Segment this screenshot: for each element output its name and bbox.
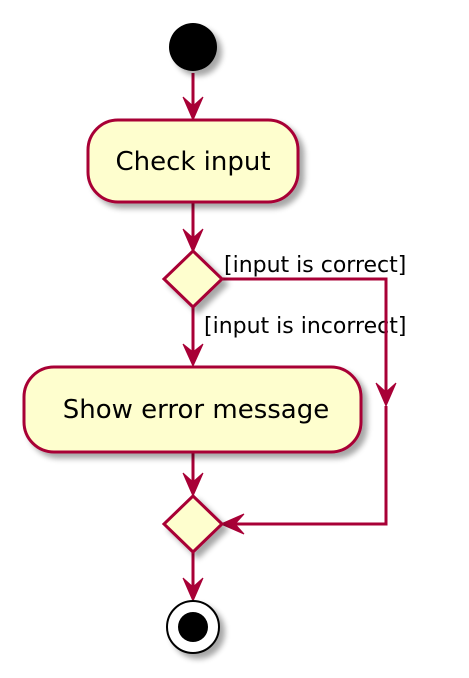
edge-start-to-check (182, 73, 204, 122)
edge-decision-to-merge-correct: [input is correct] (219, 253, 406, 535)
edge-check-to-decision (182, 203, 204, 254)
end-node (166, 600, 220, 654)
edge-error-to-merge (182, 452, 204, 498)
start-node (169, 23, 217, 71)
guard-label-incorrect: [input is incorrect] (204, 314, 406, 339)
merge-node (161, 493, 225, 555)
edge-merge-to-end (182, 552, 204, 603)
action-show-error-message: Show error message (22, 365, 363, 454)
decision-node (161, 248, 225, 310)
guard-label-correct: [input is correct] (224, 253, 406, 278)
action-check-input-label: Check input (115, 147, 270, 177)
action-check-input: Check input (86, 118, 300, 204)
edge-decision-to-error: [input is incorrect] (182, 307, 406, 368)
action-show-error-message-label: Show error message (63, 395, 329, 425)
